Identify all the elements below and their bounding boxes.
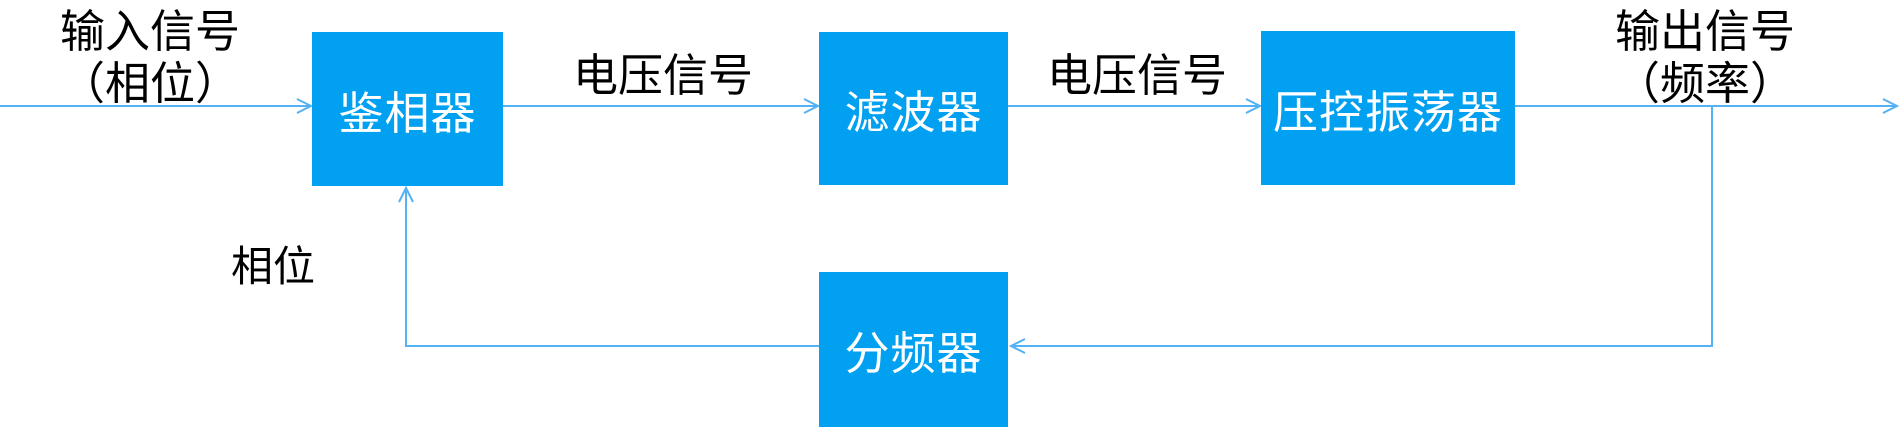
pd-to-filter-arrowhead-icon	[803, 98, 821, 114]
block-frequency-divider: 分频器	[819, 272, 1008, 427]
output-arrowhead-icon	[1882, 98, 1900, 114]
divider-arrowhead-icon	[1008, 338, 1026, 354]
voltage-signal-label-1: 电压信号	[572, 51, 753, 101]
block-phase-detector-label: 鉴相器	[338, 88, 477, 139]
feedback-phase-label: 相位	[230, 245, 315, 291]
filter-to-vco-arrow	[1008, 98, 1263, 114]
block-frequency-divider-label: 分频器	[844, 329, 983, 379]
divider-to-pd-feedback-arrow	[398, 185, 819, 347]
output-branch-line	[1013, 106, 1713, 347]
input-arrow	[0, 98, 314, 114]
input-signal-label: 输入信号 （相位）	[30, 6, 270, 110]
block-filter: 滤波器	[819, 32, 1008, 185]
feedback-line	[405, 190, 819, 347]
input-arrowhead-icon	[296, 98, 314, 114]
feedback-arrowhead-icon	[398, 185, 414, 203]
block-filter-label: 滤波器	[844, 88, 983, 138]
input-signal-label-line2: （相位）	[59, 59, 240, 109]
pd-to-filter-arrow	[503, 98, 821, 114]
input-signal-label-line1: 输入信号	[59, 7, 240, 57]
voltage-signal-label-2: 电压信号	[1046, 51, 1227, 101]
block-phase-detector: 鉴相器	[312, 32, 503, 186]
block-vco: 压控振荡器	[1261, 31, 1515, 185]
output-branch-to-divider-arrow	[1008, 106, 1713, 354]
output-signal-label: 输出信号 （频率）	[1585, 6, 1825, 110]
filter-to-vco-arrowhead-icon	[1245, 98, 1263, 114]
block-vco-label: 压控振荡器	[1272, 87, 1503, 138]
vco-to-output-arrow	[1515, 98, 1900, 114]
output-signal-label-line1: 输出信号	[1614, 7, 1795, 57]
output-signal-label-line2: （频率）	[1614, 59, 1795, 109]
